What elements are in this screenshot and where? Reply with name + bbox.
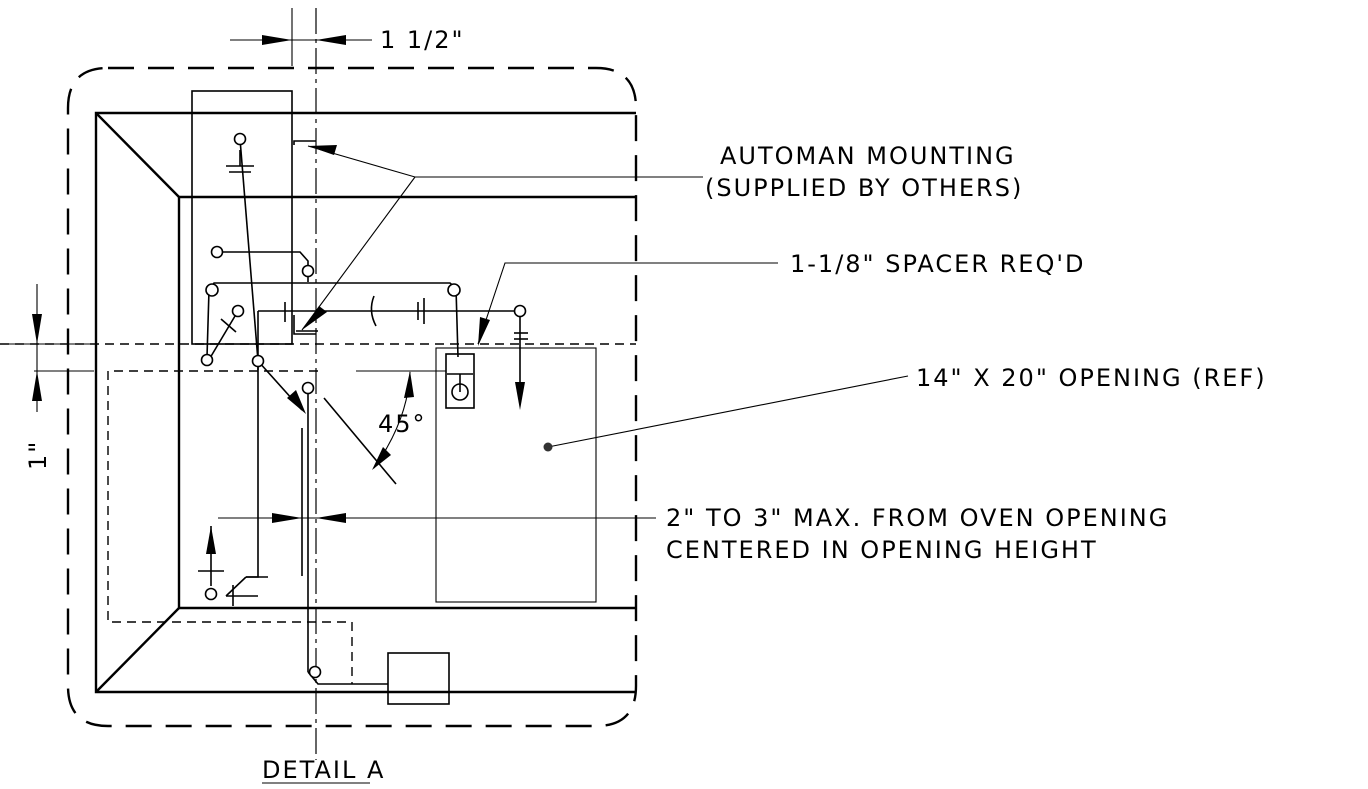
detail-title: DETAIL A bbox=[262, 756, 385, 784]
spacer-block bbox=[445, 353, 475, 409]
angle-indicator: 45° bbox=[323, 370, 446, 485]
spacer-label: 1-1/8" SPACER REQ'D bbox=[790, 250, 1085, 278]
dimension-top: 1 1/2" bbox=[230, 26, 465, 54]
dimension-top-label: 1 1/2" bbox=[380, 26, 465, 54]
automan-mounting-label: AUTOMAN MOUNTING bbox=[720, 142, 1016, 170]
opening-label: 14" X 20" OPENING (REF) bbox=[916, 364, 1267, 392]
lower-mounting-box bbox=[387, 652, 450, 705]
center-line bbox=[291, 8, 317, 760]
offset-label-line1: 2" TO 3" MAX. FROM OVEN OPENING bbox=[666, 504, 1169, 532]
oven-frame bbox=[94, 111, 636, 694]
upper-mounting-box bbox=[191, 90, 293, 345]
oven-opening-rect bbox=[435, 347, 597, 603]
hidden-lines bbox=[0, 343, 636, 684]
dimension-left-label: 1" bbox=[24, 440, 52, 470]
offset-label-line2: CENTERED IN OPENING HEIGHT bbox=[666, 536, 1098, 564]
outer-enclosure-border bbox=[66, 66, 638, 728]
offset-dimension bbox=[218, 428, 656, 576]
leaders bbox=[301, 145, 909, 452]
automan-supplied-label: (SUPPLIED BY OTHERS) bbox=[705, 174, 1023, 202]
dimension-left: 1" bbox=[8, 284, 94, 470]
angle-label: 45° bbox=[378, 410, 427, 438]
detail-title-text: DETAIL A bbox=[262, 756, 385, 784]
cable-routing bbox=[198, 132, 528, 685]
